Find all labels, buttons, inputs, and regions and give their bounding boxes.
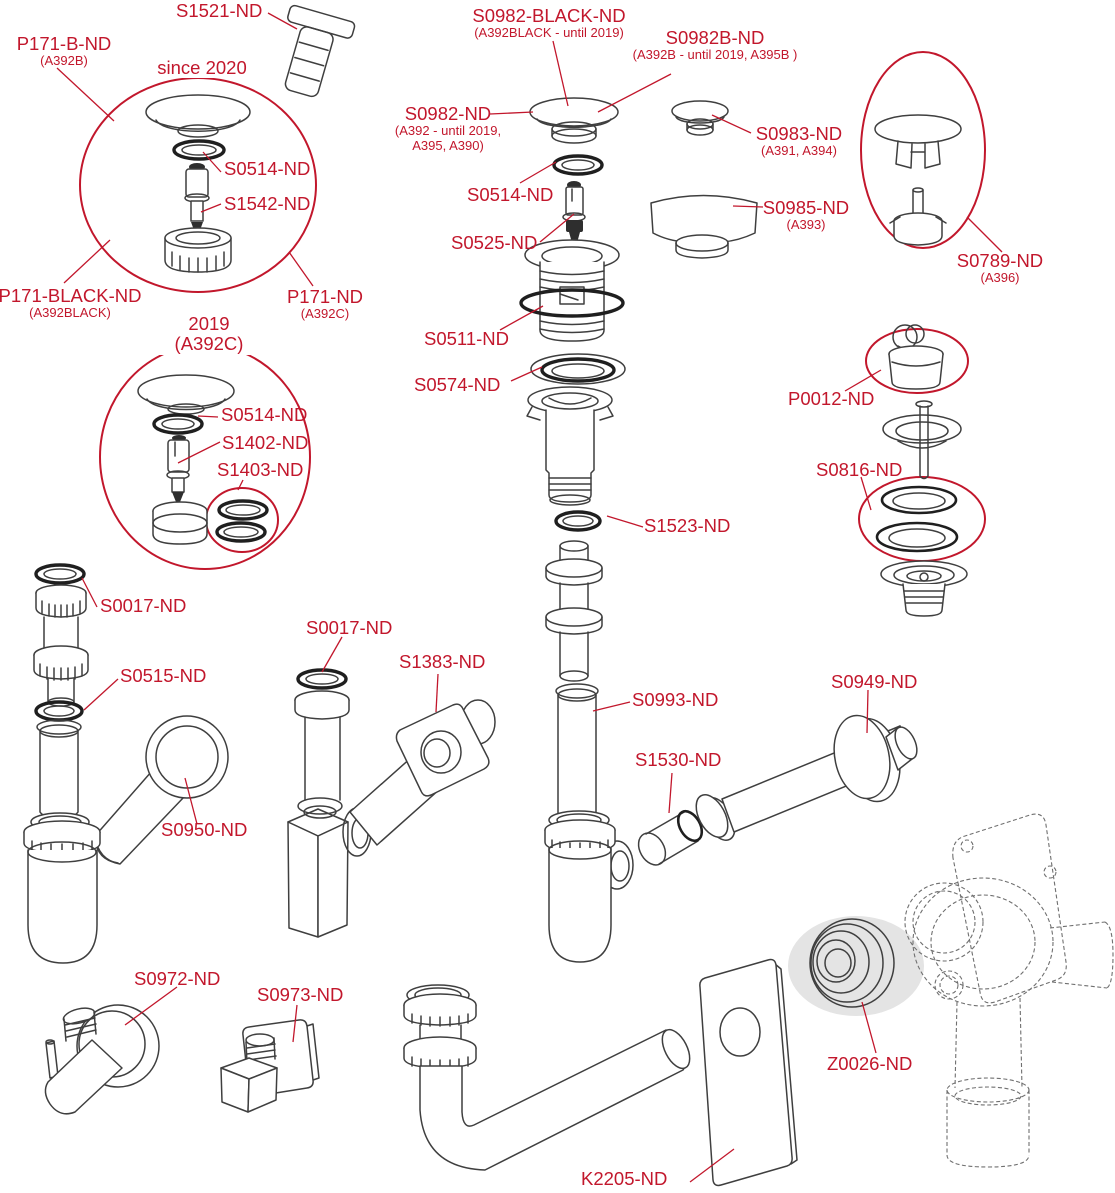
o-ring-drawing — [172, 139, 226, 161]
label-s0982-nd: S0982-ND(A392 - until 2019,A395, A390) — [394, 103, 502, 154]
label-s1402-nd: S1402-ND — [222, 432, 309, 453]
plug-assembly-2019-drawing — [137, 374, 269, 545]
square-trap-drawing — [287, 668, 496, 938]
plug-assembly-2020-drawing — [145, 94, 251, 273]
square-flange-drawing — [395, 703, 490, 797]
label-s0973-nd: S0973-ND — [257, 984, 344, 1005]
label-s1403-nd: S1403-ND — [217, 459, 304, 480]
since-2020-text: since 2020 — [157, 57, 247, 78]
label-z0026-nd: Z0026-ND — [827, 1053, 913, 1074]
label-s0972-nd: S0972-ND — [134, 968, 221, 989]
label-s0515-nd: S0515-ND — [120, 665, 207, 686]
label-s0950-nd: S0950-ND — [161, 819, 248, 840]
label-s0514-nd-a: S0514-ND — [224, 158, 311, 179]
angle-valve-square-drawing — [220, 1019, 320, 1113]
grouping-circles — [79, 51, 986, 570]
label-s0574-nd: S0574-ND — [414, 374, 501, 395]
label-s0985-nd: S0985-ND(A393) — [762, 197, 850, 233]
rosette-drawing — [145, 715, 229, 799]
angle-valve-round-drawing — [44, 1004, 160, 1115]
annotation-since-2020: since 2020 — [150, 57, 254, 79]
label-s0982b-nd: S0982B-ND(A392B - until 2019, A395B ) — [632, 27, 798, 63]
strainer-body-drawing — [880, 560, 968, 617]
label-s0983-nd: S0983-ND(A391, A394) — [755, 123, 843, 159]
label-s1383-nd: S1383-ND — [399, 651, 486, 672]
annotation-2019: 2019 (A392C) — [157, 313, 261, 355]
label-s1523-nd: S1523-ND — [644, 515, 731, 536]
center-drain-column-drawing — [519, 97, 634, 963]
gasket-set-drawing — [875, 485, 959, 553]
click-clack-cap-base-drawing — [874, 114, 962, 246]
leader-lines — [56, 12, 1003, 1183]
wall-pipe-rosette-drawing — [637, 714, 918, 866]
rubber-plug-drawing — [888, 324, 944, 390]
label-s0982-black-nd: S0982-BLACK-ND(A392BLACK - until 2019) — [472, 5, 626, 41]
label-k2205-nd: K2205-ND — [581, 1168, 668, 1189]
left-bottle-trap-drawing — [23, 563, 229, 964]
elbow-pipe-drawing — [403, 984, 691, 1171]
label-s0525-nd: S0525-ND — [451, 232, 538, 253]
label-s0017-nd-a: S0017-ND — [100, 595, 187, 616]
year-2019-variant-text: (A392C) — [174, 333, 244, 355]
label-p171-black-nd: P171-BLACK-ND(A392BLACK) — [0, 285, 142, 321]
wall-siphon-dashed-drawing — [904, 813, 1114, 1168]
label-s0017-nd-b: S0017-ND — [306, 617, 393, 638]
label-p171-b-nd: P171-B-ND(A392B) — [16, 33, 112, 69]
year-2019-text: 2019 — [188, 313, 230, 334]
label-s0789-nd: S0789-ND(A396) — [956, 250, 1044, 286]
label-s1530-nd: S1530-ND — [635, 749, 722, 770]
label-s1542-nd: S1542-ND — [224, 193, 311, 214]
label-p0012-nd: P0012-ND — [788, 388, 875, 409]
s0816-ellipse — [858, 476, 986, 562]
label-s1521-nd: S1521-ND — [176, 0, 263, 21]
label-p171-nd: P171-ND(A392C) — [286, 286, 364, 322]
cover-plate-drawing — [699, 958, 798, 1187]
strainer-screw-drawing — [882, 400, 962, 480]
label-s0993-nd: S0993-ND — [632, 689, 719, 710]
label-s0511-nd: S0511-ND — [424, 328, 510, 349]
s0789-ellipse — [860, 51, 986, 249]
label-s0816-nd: S0816-ND — [816, 459, 903, 480]
label-s0949-nd: S0949-ND — [831, 671, 918, 692]
p0012-ellipse — [865, 328, 969, 394]
grommet-drawing — [809, 918, 895, 1008]
label-s0514-nd-c: S0514-ND — [221, 404, 308, 425]
label-s0514-nd-b: S0514-ND — [467, 184, 554, 205]
overflow-adapter-drawing — [284, 4, 356, 98]
cover-cap-drawing — [650, 194, 758, 259]
